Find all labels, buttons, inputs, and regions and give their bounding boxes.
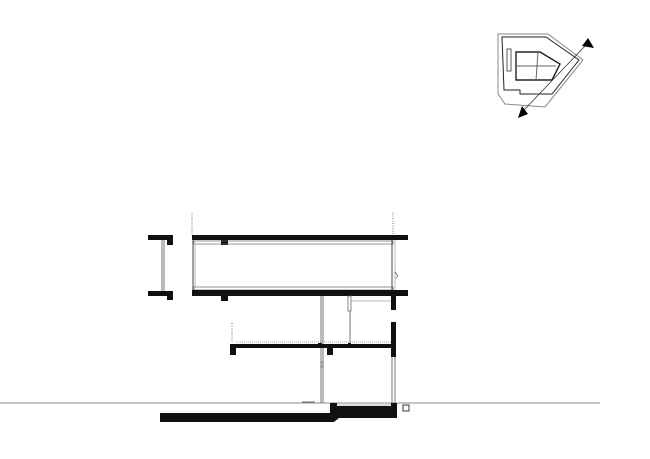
key-plan-core	[515, 51, 561, 81]
left-block	[167, 296, 173, 300]
section-marker-icon	[518, 106, 528, 118]
section-marker-icon	[582, 38, 594, 48]
right-wall	[391, 322, 396, 357]
left-slab-bottom	[148, 291, 173, 296]
grid-lines	[191, 213, 394, 343]
exterior-step	[402, 404, 410, 412]
lower-beam	[327, 348, 333, 355]
key-plan-outer	[497, 33, 584, 108]
door-swing	[394, 271, 399, 279]
key-plan-stair	[506, 48, 512, 72]
left-block	[167, 240, 173, 245]
building-section	[148, 235, 410, 422]
middle-slab	[192, 290, 408, 296]
key-plan	[497, 33, 594, 118]
key-plan-wall	[501, 36, 580, 95]
section-cut-line	[523, 44, 587, 111]
middle-beam	[221, 296, 228, 301]
lower-slab	[230, 344, 396, 348]
door-handle	[320, 361, 324, 368]
foundation	[160, 403, 397, 422]
lower-slab-edge	[230, 344, 236, 355]
ceiling-line	[193, 240, 394, 245]
roof-slab	[192, 235, 408, 240]
slab-joint	[318, 343, 322, 346]
floor-line	[193, 286, 394, 291]
left-slab-top	[148, 235, 173, 240]
slab-joint	[348, 343, 351, 346]
roof-beam	[221, 240, 228, 245]
partition	[347, 295, 352, 312]
key-plan-hatch	[535, 51, 539, 81]
right-wall	[391, 296, 396, 310]
